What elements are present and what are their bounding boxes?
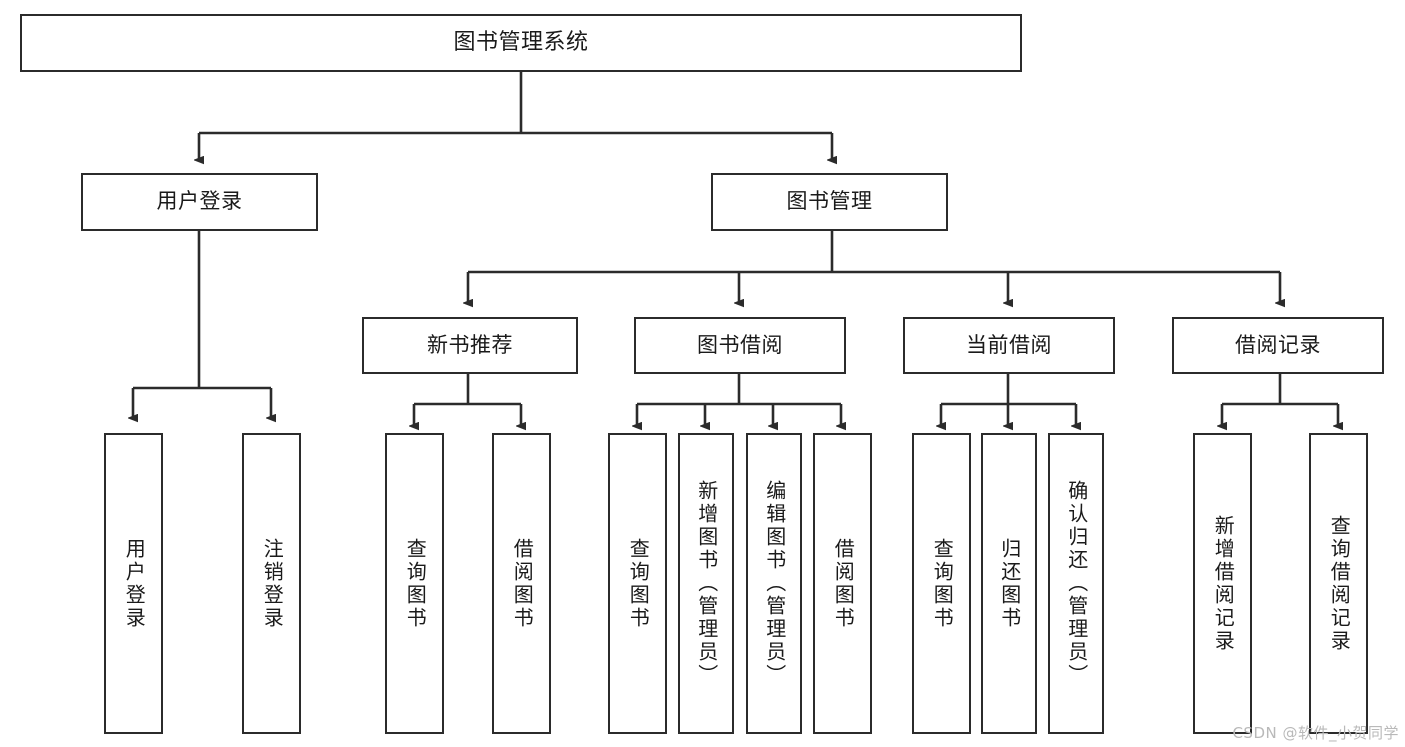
leaf-current-confirm-return[interactable]: 确认归还（管理员） xyxy=(1048,433,1104,734)
leaf-borrow-query-label: 查询图书 xyxy=(626,537,651,630)
leaf-records-query[interactable]: 查询借阅记录 xyxy=(1309,433,1368,734)
node-book-management-label: 图书管理 xyxy=(786,189,873,214)
node-borrow-records-label: 借阅记录 xyxy=(1235,332,1321,357)
leaf-new-book-query[interactable]: 查询图书 xyxy=(385,433,444,734)
leaf-borrow-add-book[interactable]: 新增图书（管理员） xyxy=(678,433,734,734)
leaf-user-login-signin-label: 用户登录 xyxy=(122,537,147,630)
leaf-current-query[interactable]: 查询图书 xyxy=(912,433,971,734)
leaf-borrow-edit-book[interactable]: 编辑图书（管理员） xyxy=(746,433,802,734)
node-borrow-records[interactable]: 借阅记录 xyxy=(1172,317,1384,374)
leaf-new-book-borrow-label: 借阅图书 xyxy=(510,537,535,630)
leaf-new-book-query-label: 查询图书 xyxy=(403,537,428,630)
node-new-book-recommend-label: 新书推荐 xyxy=(427,332,513,357)
node-current-borrow-label: 当前借阅 xyxy=(966,332,1052,357)
leaf-records-add[interactable]: 新增借阅记录 xyxy=(1193,433,1252,734)
leaf-records-query-label: 查询借阅记录 xyxy=(1327,514,1352,653)
node-new-book-recommend[interactable]: 新书推荐 xyxy=(362,317,578,374)
node-root-label: 图书管理系统 xyxy=(453,29,589,55)
watermark-text: CSDN @软件_小贺同学 xyxy=(1232,724,1399,742)
leaf-borrow-borrow-book-label: 借阅图书 xyxy=(831,537,856,630)
node-current-borrow[interactable]: 当前借阅 xyxy=(903,317,1115,374)
leaf-new-book-borrow[interactable]: 借阅图书 xyxy=(492,433,551,734)
leaf-user-login-signout[interactable]: 注销登录 xyxy=(242,433,301,734)
leaf-user-login-signout-label: 注销登录 xyxy=(260,537,285,630)
leaf-borrow-query[interactable]: 查询图书 xyxy=(608,433,667,734)
node-user-login[interactable]: 用户登录 xyxy=(81,173,318,231)
node-root[interactable]: 图书管理系统 xyxy=(20,14,1022,72)
node-book-borrow[interactable]: 图书借阅 xyxy=(634,317,846,374)
node-book-management[interactable]: 图书管理 xyxy=(711,173,948,231)
node-book-borrow-label: 图书借阅 xyxy=(697,332,783,357)
leaf-current-query-label: 查询图书 xyxy=(930,537,955,630)
leaf-current-return-label: 归还图书 xyxy=(997,537,1022,630)
leaf-current-return[interactable]: 归还图书 xyxy=(981,433,1037,734)
node-user-login-label: 用户登录 xyxy=(156,189,243,214)
leaf-borrow-edit-book-label: 编辑图书（管理员） xyxy=(762,480,787,687)
leaf-borrow-borrow-book[interactable]: 借阅图书 xyxy=(813,433,872,734)
leaf-user-login-signin[interactable]: 用户登录 xyxy=(104,433,163,734)
leaf-records-add-label: 新增借阅记录 xyxy=(1211,514,1236,653)
leaf-borrow-add-book-label: 新增图书（管理员） xyxy=(694,480,719,687)
leaf-current-confirm-return-label: 确认归还（管理员） xyxy=(1064,480,1089,687)
